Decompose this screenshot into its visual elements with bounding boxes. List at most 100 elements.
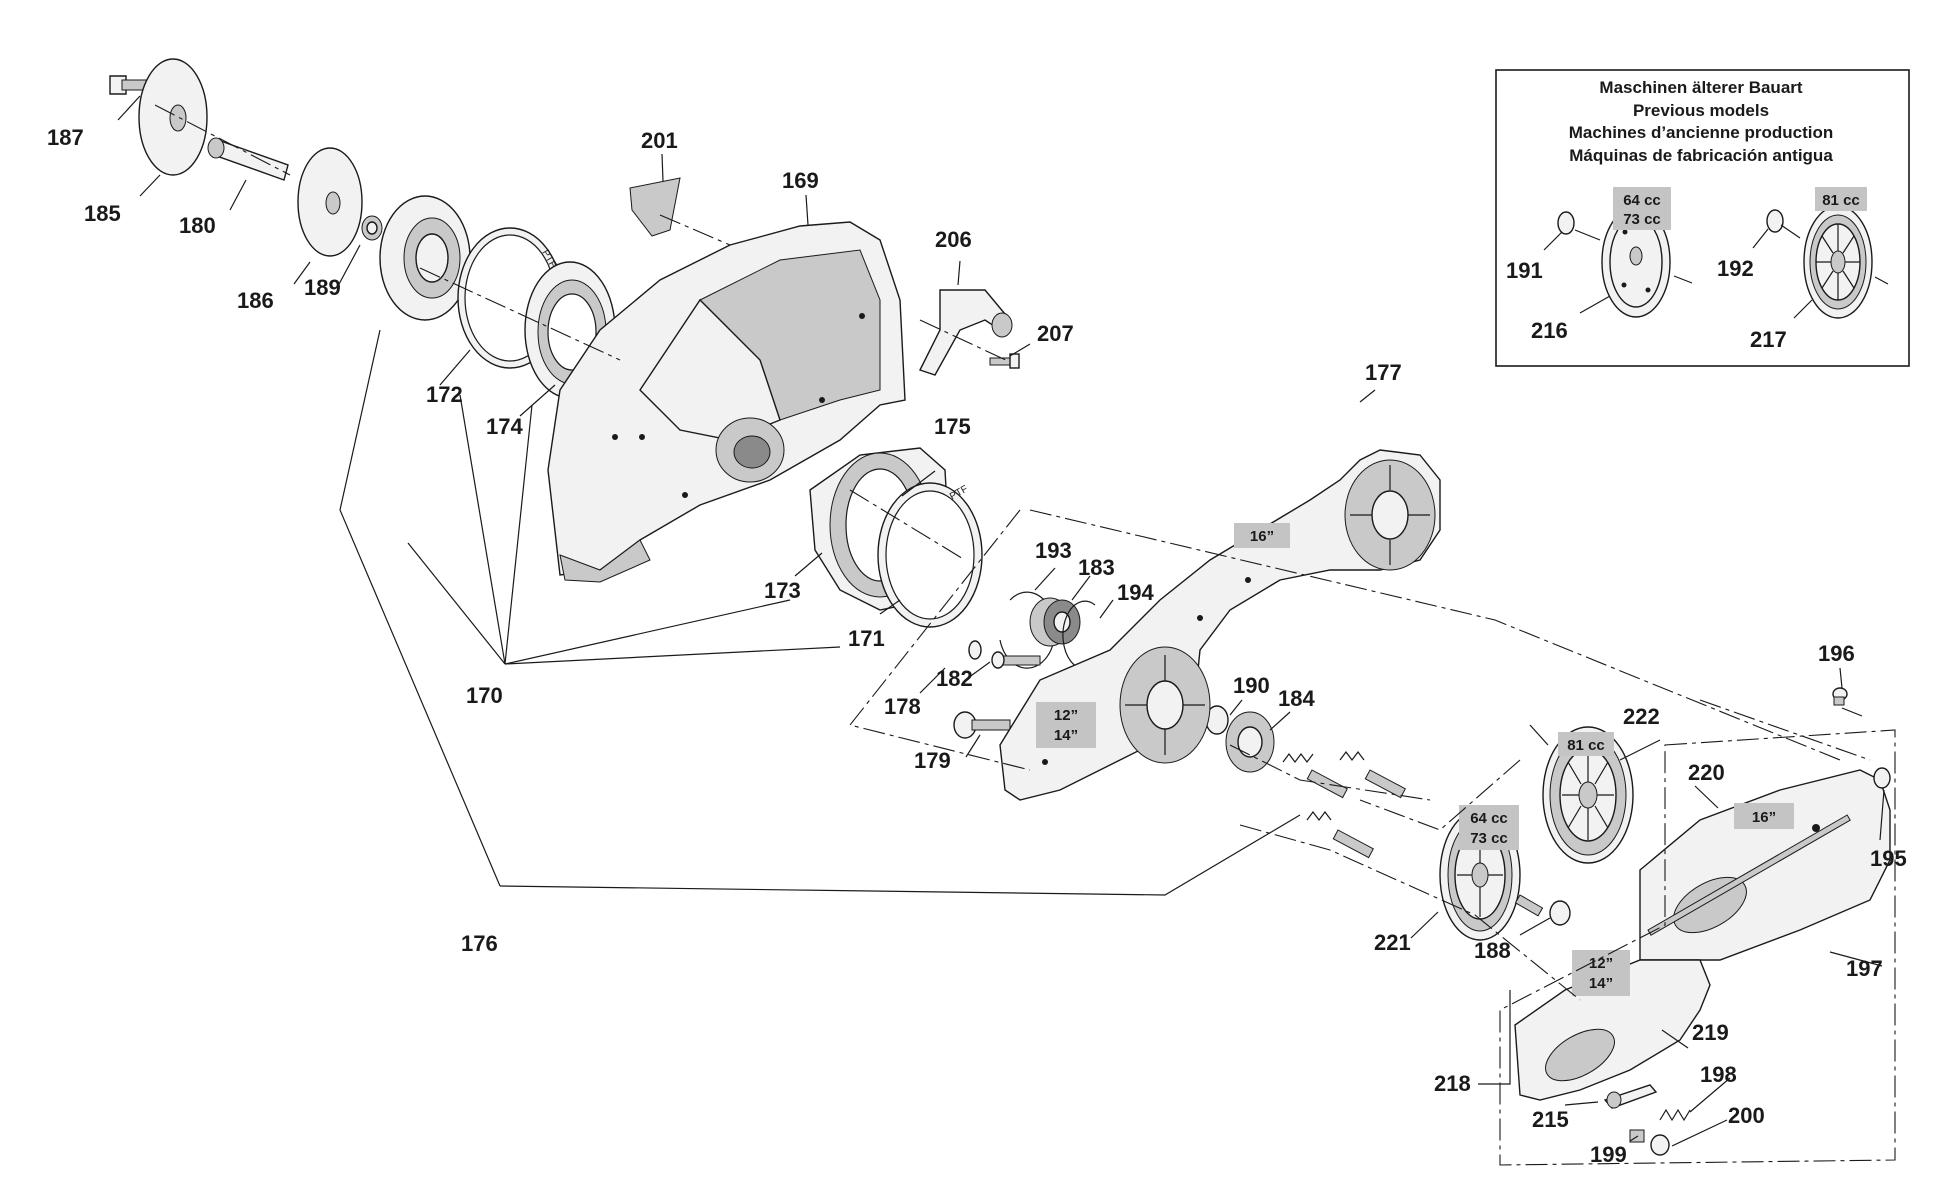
- label-200: 200: [1728, 1103, 1765, 1128]
- cutting-arm-177: [999, 449, 1441, 801]
- label-191: 191: [1506, 258, 1543, 283]
- tag-64-73cc-inset-line2: 73 cc: [1623, 211, 1661, 228]
- tag-16-cover: 16”: [1734, 803, 1794, 829]
- tag-12-14-arm-line2: 14”: [1054, 727, 1078, 744]
- pin-182: [991, 651, 1041, 669]
- inset-header-line-1: Maschinen älterer Bauart: [1599, 78, 1802, 97]
- label-190: 190: [1233, 673, 1270, 698]
- label-216: 216: [1531, 318, 1568, 343]
- label-197: 197: [1846, 956, 1883, 981]
- label-186: 186: [237, 288, 274, 313]
- label-185: 185: [84, 201, 121, 226]
- label-188: 188: [1474, 938, 1511, 963]
- bolt-187: [109, 75, 155, 95]
- latch-215: [1603, 1084, 1658, 1109]
- label-194: 194: [1117, 580, 1154, 605]
- bolt-188: [1514, 894, 1571, 926]
- label-198: 198: [1700, 1062, 1737, 1087]
- cap-195: [1873, 767, 1891, 789]
- flange-186: [297, 147, 363, 257]
- tag-81cc-inset-text: 81 cc: [1822, 192, 1860, 209]
- label-206: 206: [935, 227, 972, 252]
- tag-64-73cc-pulley: 64 cc 73 cc: [1459, 805, 1519, 850]
- tag-64-73cc-inset: 64 cc 73 cc: [1613, 187, 1671, 230]
- label-178: 178: [884, 694, 921, 719]
- flange-185: [138, 58, 208, 176]
- label-174: 174: [486, 414, 523, 439]
- label-171: 171: [848, 626, 885, 651]
- screw-207: [989, 353, 1020, 369]
- label-220: 220: [1688, 760, 1725, 785]
- label-196: 196: [1818, 641, 1855, 666]
- bearing-184: [1225, 711, 1275, 773]
- handle-206: [919, 289, 1013, 376]
- assembly-dash-lines: [154, 104, 1896, 1166]
- tag-12-14-arm-line1: 12”: [1054, 707, 1078, 724]
- pulley-222: [1542, 726, 1634, 864]
- label-207: 207: [1037, 321, 1074, 346]
- inset-header-line-4: Máquinas de fabricación antigua: [1569, 146, 1833, 165]
- label-221: 221: [1374, 930, 1411, 955]
- inset-header-line-2: Previous models: [1633, 101, 1769, 120]
- spring-198: [1659, 1108, 1691, 1122]
- label-219: 219: [1692, 1020, 1729, 1045]
- washer-189: [361, 215, 383, 241]
- nut-200: [1650, 1134, 1670, 1156]
- tag-64-73cc-pulley-line2: 73 cc: [1470, 830, 1508, 847]
- label-173: 173: [764, 578, 801, 603]
- shaft-180: [207, 137, 289, 181]
- inset-header-line-3: Machines d’ancienne production: [1569, 123, 1833, 142]
- label-222: 222: [1623, 704, 1660, 729]
- tag-64-73cc-pulley-line1: 64 cc: [1470, 810, 1508, 827]
- label-175: 175: [934, 414, 971, 439]
- label-182: 182: [936, 666, 973, 691]
- label-180: 180: [179, 213, 216, 238]
- deflector-201: [629, 177, 681, 237]
- tag-12-14-cover: 12” 14”: [1572, 950, 1630, 996]
- label-170: 170: [466, 683, 503, 708]
- snap-ring-192: [1766, 209, 1784, 233]
- label-169: 169: [782, 168, 819, 193]
- label-215: 215: [1532, 1107, 1569, 1132]
- tag-16-arm-text: 16”: [1250, 528, 1274, 545]
- retaining-ring-171: PTF: [877, 482, 983, 628]
- pulley-217: [1803, 205, 1873, 319]
- pulley-216: [1601, 206, 1671, 318]
- tag-81cc-pulley: 81 cc: [1558, 732, 1614, 756]
- snap-ring-191: [1557, 211, 1575, 235]
- label-192: 192: [1717, 256, 1754, 281]
- label-217: 217: [1750, 327, 1787, 352]
- tensioner-springs: [1282, 751, 1406, 859]
- label-177: 177: [1365, 360, 1402, 385]
- previous-models-inset: Maschinen älterer Bauart Previous models…: [1495, 69, 1910, 367]
- label-218: 218: [1434, 1071, 1471, 1096]
- label-172: 172: [426, 382, 463, 407]
- tag-16-arm: 16”: [1234, 523, 1290, 548]
- label-193: 193: [1035, 538, 1072, 563]
- bolt-179: [953, 711, 1011, 739]
- tag-12-14-arm: 12” 14”: [1036, 702, 1096, 748]
- label-179: 179: [914, 748, 951, 773]
- label-176: 176: [461, 931, 498, 956]
- label-195: 195: [1870, 846, 1907, 871]
- tag-81cc-inset: 81 cc: [1815, 187, 1867, 211]
- label-184: 184: [1278, 686, 1315, 711]
- label-201: 201: [641, 128, 678, 153]
- blade-guard-169: [547, 221, 906, 583]
- tag-12-14-cover-line1: 12”: [1589, 955, 1613, 972]
- label-187: 187: [47, 125, 84, 150]
- snap-ring-178: [968, 640, 982, 660]
- tag-81cc-pulley-text: 81 cc: [1567, 737, 1605, 754]
- tag-12-14-cover-line2: 14”: [1589, 975, 1613, 992]
- part-number-labels: 187 185 180 186 189 172 174 201 169 206 …: [47, 125, 1907, 1167]
- label-183: 183: [1078, 555, 1115, 580]
- leader-lines: [117, 95, 1885, 1147]
- flange-hub-plate: [379, 195, 471, 321]
- label-199: 199: [1590, 1142, 1627, 1167]
- label-189: 189: [304, 275, 341, 300]
- bearing-183: [1029, 597, 1081, 647]
- tag-16-cover-text: 16”: [1752, 809, 1776, 826]
- screw-196: [1832, 687, 1848, 706]
